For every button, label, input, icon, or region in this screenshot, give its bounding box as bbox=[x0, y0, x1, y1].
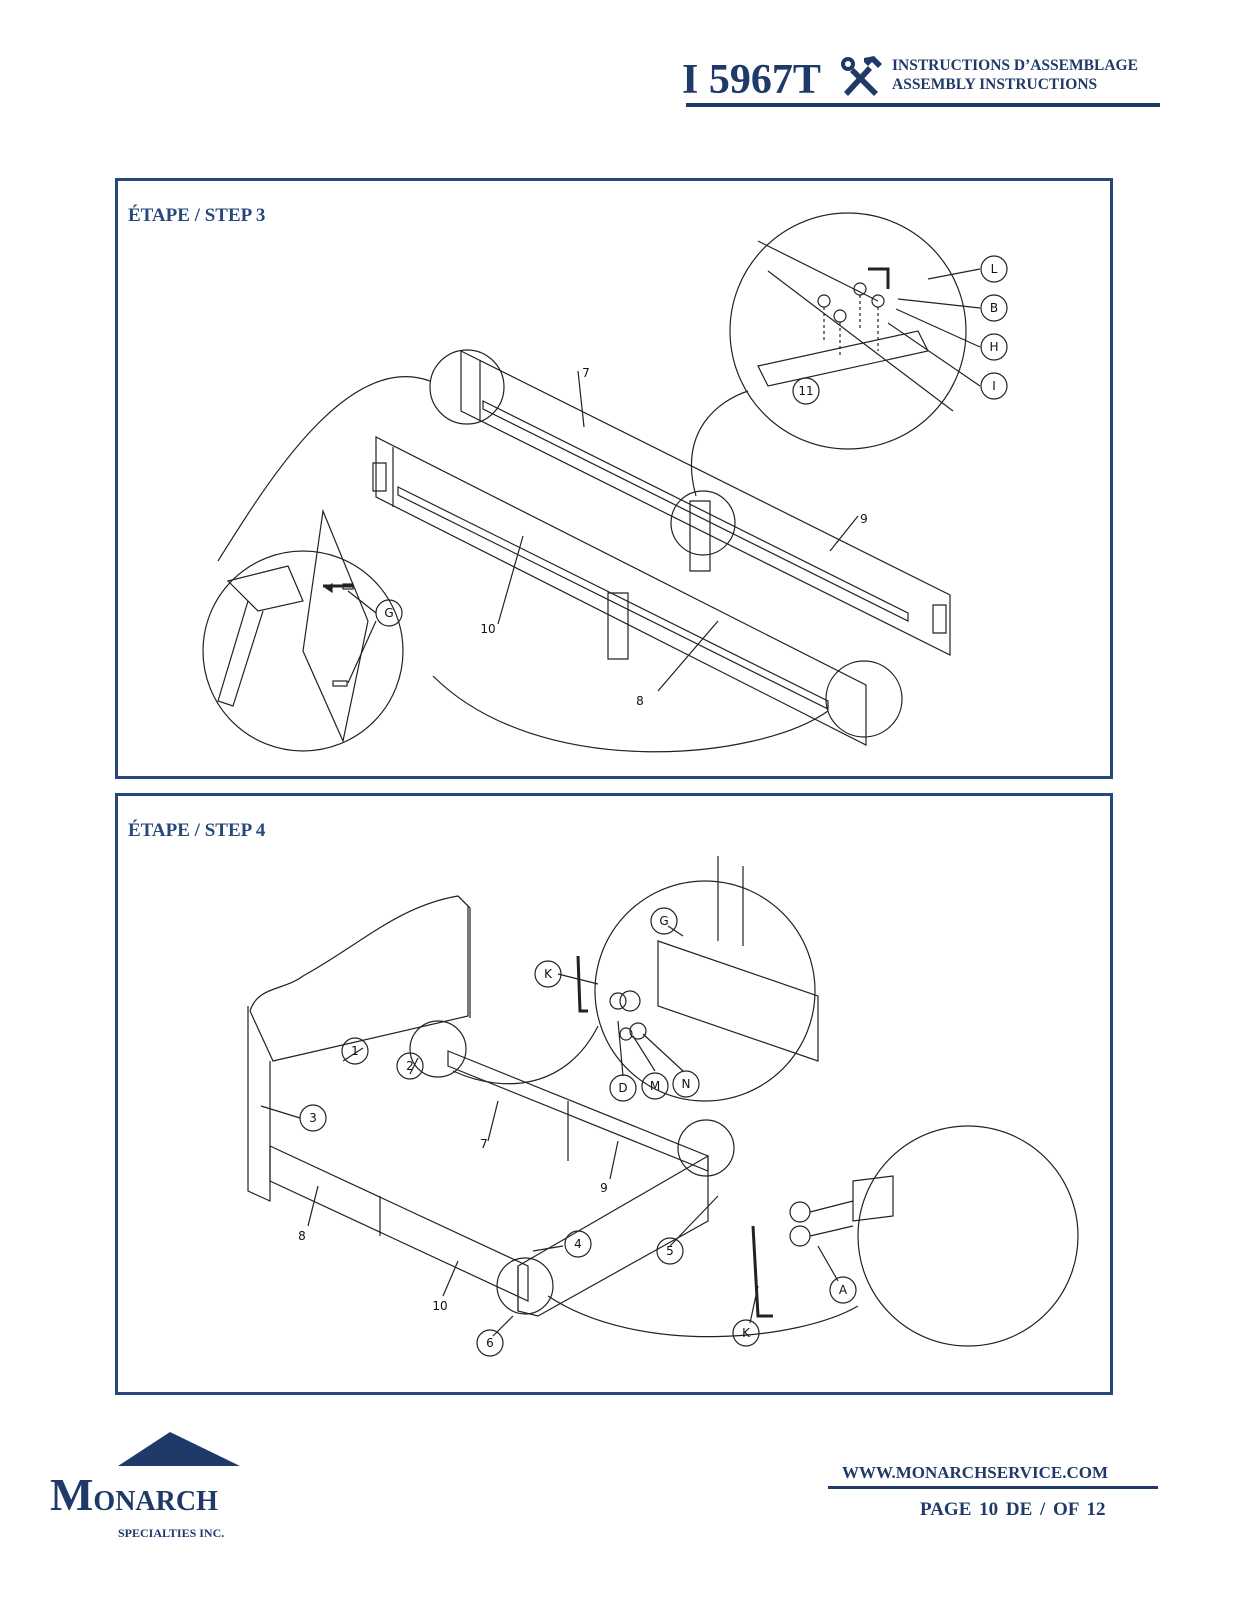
rail-10-8 bbox=[375, 436, 867, 746]
center-bracket-top bbox=[689, 500, 711, 572]
header-divider bbox=[686, 103, 1160, 107]
callout-A: A bbox=[839, 1283, 848, 1297]
callout-N: N bbox=[682, 1077, 691, 1091]
callout-part-7: 7 bbox=[582, 366, 590, 380]
callout-part-11: 11 bbox=[798, 384, 813, 398]
callout-part-9: 9 bbox=[600, 1181, 608, 1195]
title-french: INSTRUCTIONS D’ASSEMBLAGE bbox=[892, 57, 1138, 74]
callout-part-9: 9 bbox=[860, 512, 868, 526]
headboard bbox=[249, 895, 469, 1062]
model-number: I 5967T bbox=[682, 57, 821, 103]
zoom-circle-lower bbox=[857, 1125, 1079, 1347]
callout-part-10: 10 bbox=[432, 1299, 447, 1313]
page-number: PAGE 10 DE / OF 12 bbox=[920, 1499, 1106, 1520]
side-rail-8-10 bbox=[269, 1145, 529, 1302]
callout-part-8: 8 bbox=[636, 694, 644, 708]
callout-part-4: 4 bbox=[574, 1237, 582, 1251]
detail-circle-rail-end-2 bbox=[825, 660, 903, 738]
step-4-diagram: 1 2 3 4 5 6 7 8 9 10 G K D M N K A bbox=[247, 856, 1079, 1357]
callout-I: I bbox=[992, 379, 996, 393]
zoom-circle-upper bbox=[594, 880, 816, 1102]
detail-circle-rail-end bbox=[429, 349, 505, 425]
callout-part-6: 6 bbox=[486, 1336, 494, 1350]
callout-M: M bbox=[650, 1079, 660, 1093]
callout-D: D bbox=[618, 1081, 627, 1095]
brand-initial: M bbox=[50, 1469, 94, 1520]
callout-part-1: 1 bbox=[351, 1044, 359, 1058]
callout-L: L bbox=[991, 262, 998, 276]
step-3-diagram: L B H I 11 G 7 9 10 8 bbox=[202, 212, 1008, 753]
monarch-logo-roof bbox=[118, 1432, 240, 1466]
center-bracket-bottom bbox=[607, 592, 629, 660]
detail-circle-center bbox=[670, 490, 736, 556]
callout-G: G bbox=[659, 914, 668, 928]
callout-part-5: 5 bbox=[666, 1244, 674, 1258]
brand-subtitle: SPECIALTIES INC. bbox=[118, 1526, 225, 1540]
callout-H: H bbox=[989, 340, 998, 354]
step-3-title: ÉTAPE / STEP 3 bbox=[128, 205, 266, 226]
callout-K-lower: K bbox=[742, 1326, 751, 1340]
step-3-panel: ÉTAPE / STEP 3 bbox=[115, 178, 1113, 779]
rail-7-9 bbox=[460, 350, 951, 656]
callout-part-10: 10 bbox=[480, 622, 495, 636]
callout-part-2: 2 bbox=[406, 1059, 414, 1073]
brand-name: MONARCH bbox=[50, 1468, 218, 1521]
tools-icon bbox=[841, 56, 882, 96]
brand-rest: ONARCH bbox=[93, 1486, 218, 1517]
side-rail-7-9 bbox=[447, 1050, 709, 1172]
callout-part-7: 7 bbox=[480, 1137, 488, 1151]
callout-part-8: 8 bbox=[298, 1229, 306, 1243]
step-4-panel: ÉTAPE / STEP 4 bbox=[115, 793, 1113, 1395]
title-english: ASSEMBLY INSTRUCTIONS bbox=[892, 76, 1098, 93]
callout-K-upper: K bbox=[544, 967, 553, 981]
callout-B: B bbox=[990, 301, 998, 315]
zoom-circle-slats bbox=[729, 212, 967, 450]
step-4-title: ÉTAPE / STEP 4 bbox=[128, 820, 266, 841]
bolt-group bbox=[817, 282, 885, 356]
callout-G: G bbox=[384, 606, 393, 620]
zoom-circle-hammer bbox=[202, 550, 404, 752]
website-url: WWW.MONARCHSERVICE.COM bbox=[842, 1463, 1109, 1482]
callout-part-3: 3 bbox=[309, 1111, 317, 1125]
footer-divider bbox=[828, 1486, 1158, 1489]
